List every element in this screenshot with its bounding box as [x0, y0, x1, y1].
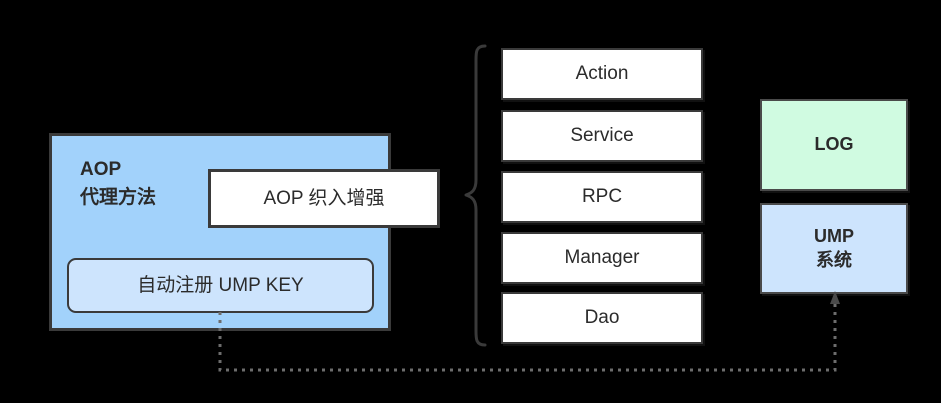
layer-box-rpc: RPC: [501, 171, 703, 223]
layer-box-action: Action: [501, 48, 703, 100]
auto-register-ump-key-box: 自动注册 UMP KEY: [67, 258, 374, 313]
aop-panel-title: AOP 代理方法: [80, 159, 157, 208]
ump-system-box: UMP 系统: [760, 203, 908, 294]
layer-box-service: Service: [501, 110, 703, 162]
aop-weaving-enhancement-box: AOP 织入增强: [208, 169, 440, 228]
layer-box-dao: Dao: [501, 292, 703, 344]
layer-box-manager: Manager: [501, 232, 703, 284]
log-box: LOG: [760, 99, 908, 191]
left-curly-brace-icon: [464, 44, 487, 347]
